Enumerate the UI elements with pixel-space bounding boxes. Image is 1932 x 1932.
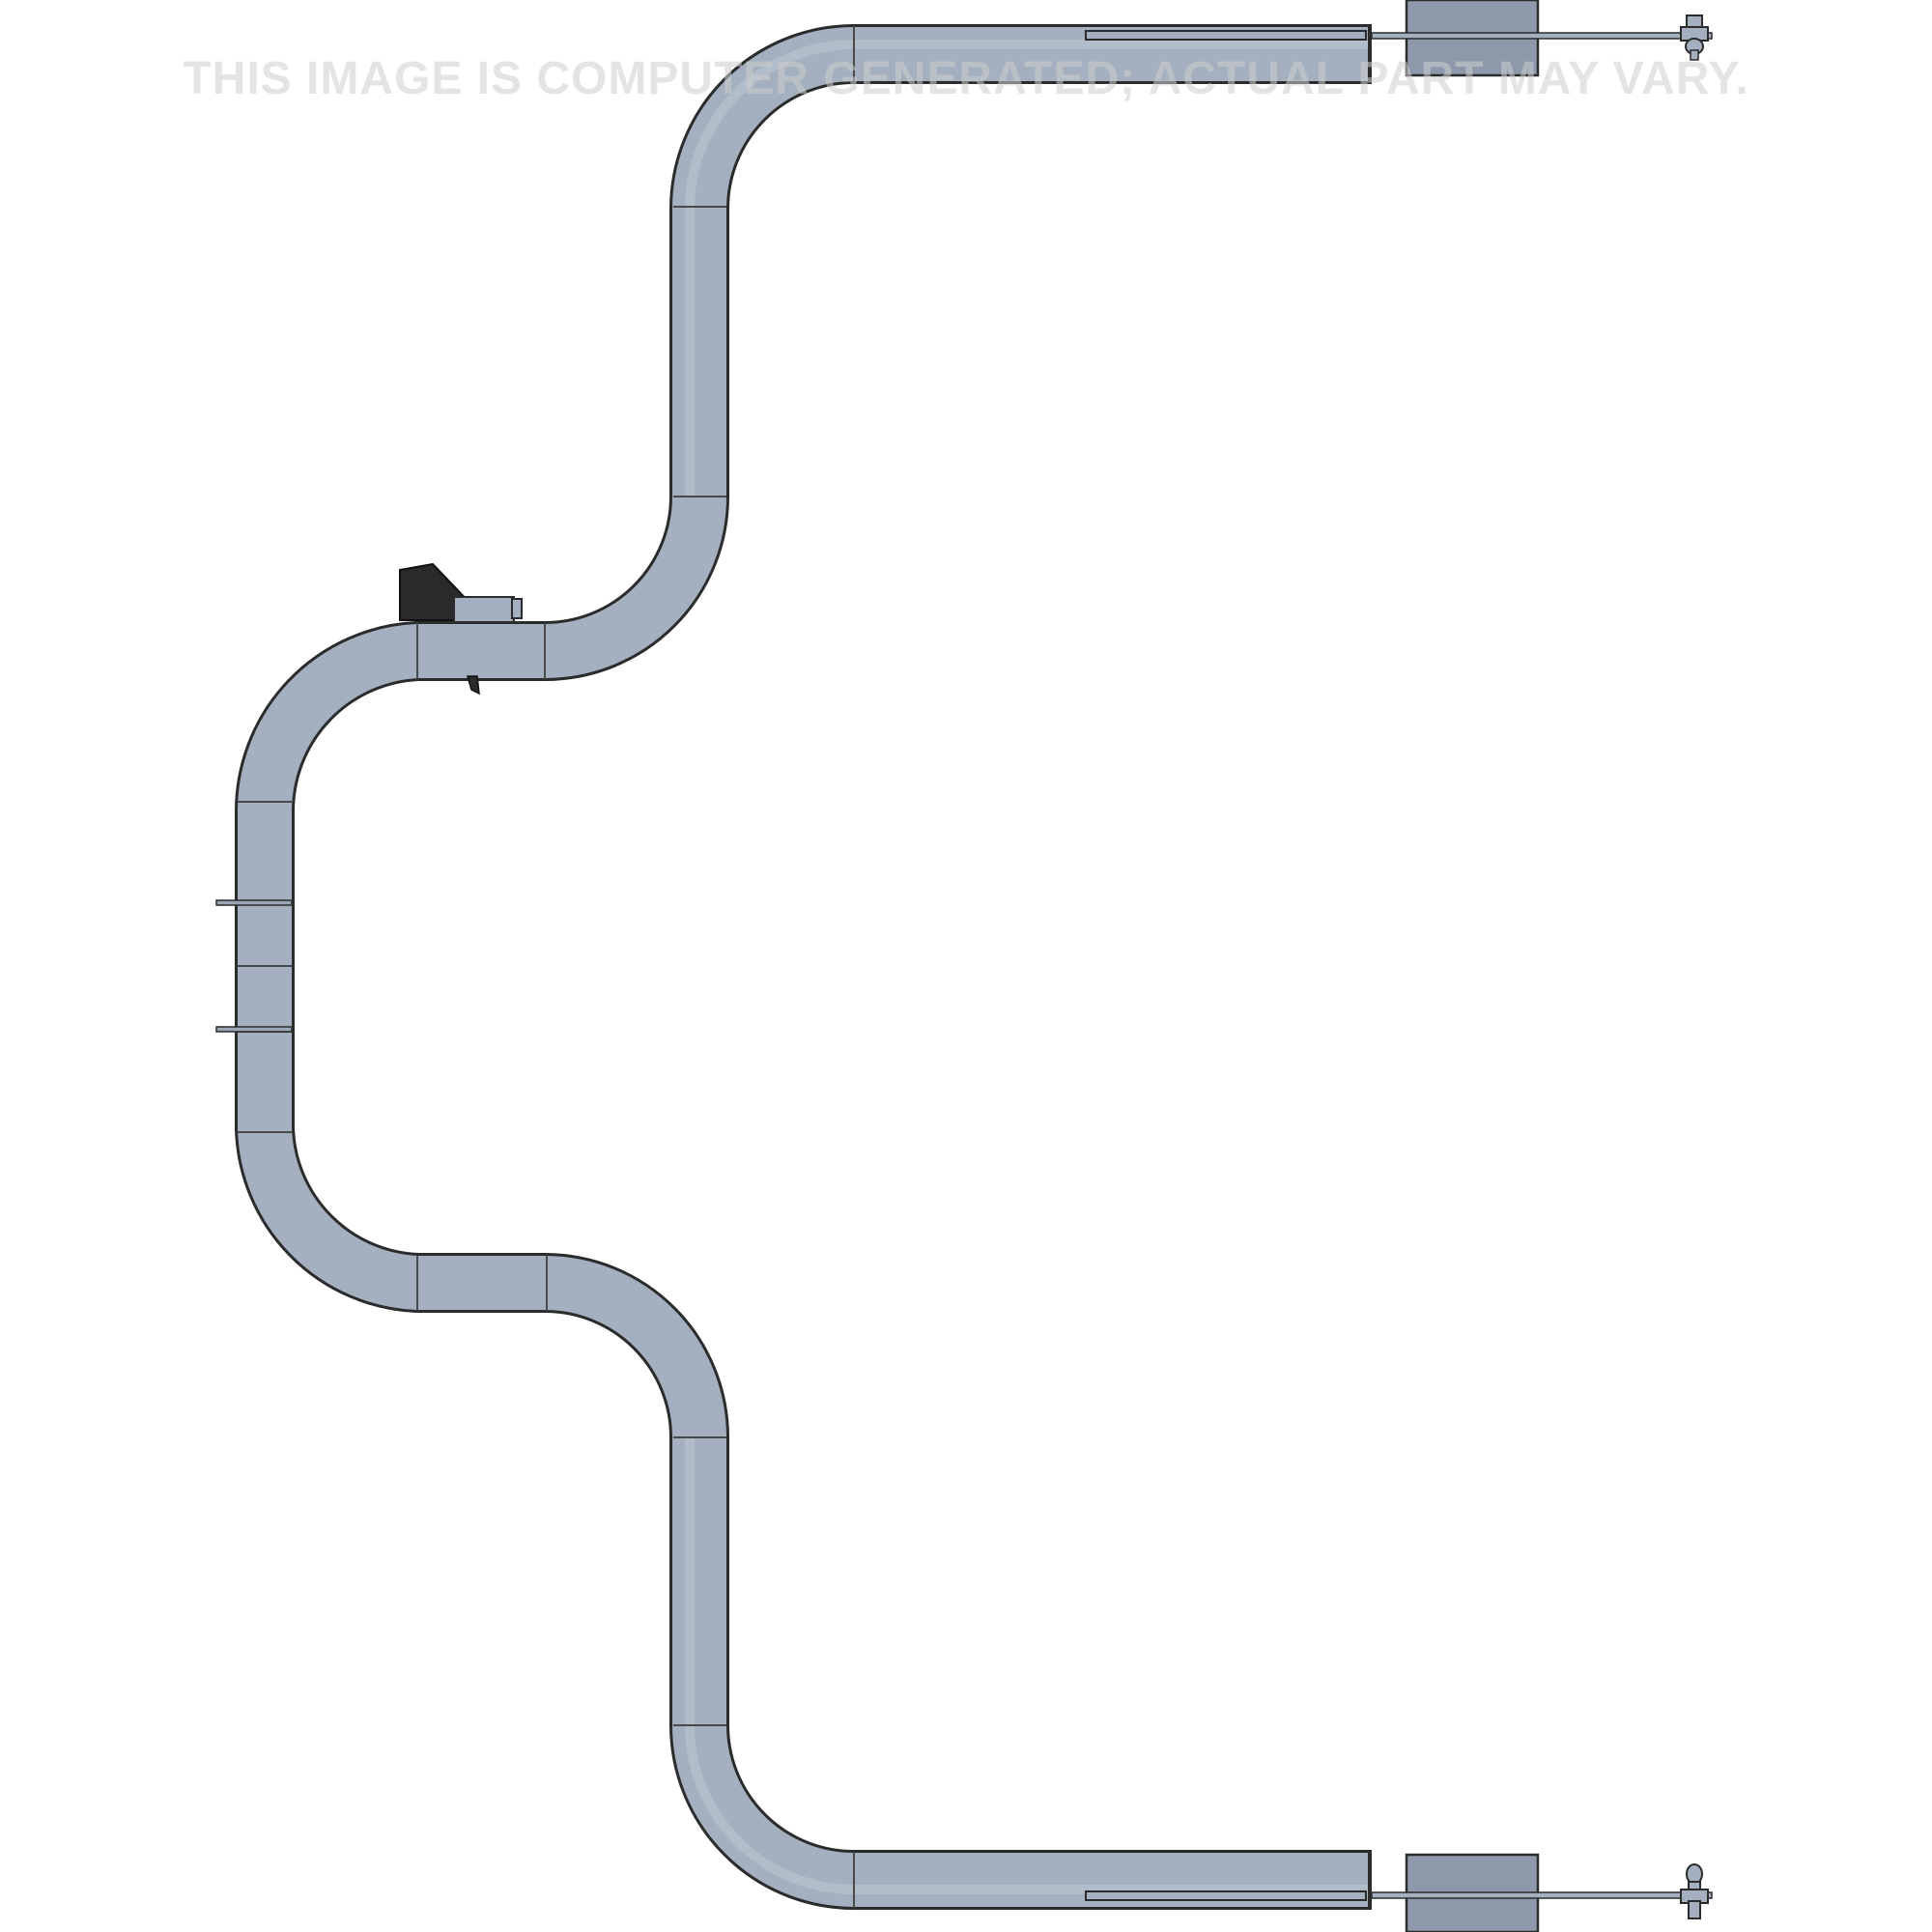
tube-body xyxy=(237,27,1372,1907)
tube-outline xyxy=(234,24,1372,1910)
side-tab-upper xyxy=(215,899,293,906)
tube-highlight-lower xyxy=(685,1437,1372,1894)
top-mount-assembly xyxy=(1085,0,1713,77)
tube-highlight xyxy=(685,40,1372,497)
top-mount-rod xyxy=(1371,32,1713,40)
bottom-mount-strap xyxy=(1085,1890,1367,1901)
bolt-icon xyxy=(1680,14,1709,61)
bottom-mount-assembly xyxy=(1085,1853,1713,1932)
tube-seams xyxy=(238,26,855,1908)
mounting-bracket-icon xyxy=(399,562,523,696)
bottom-mount-rod xyxy=(1371,1891,1713,1899)
top-mount-strap xyxy=(1085,30,1367,41)
bolt-icon xyxy=(1680,1863,1709,1919)
tube-end-bottom xyxy=(1368,1850,1372,1910)
side-tab-lower xyxy=(215,1026,293,1033)
tube-end-top xyxy=(1368,24,1372,84)
